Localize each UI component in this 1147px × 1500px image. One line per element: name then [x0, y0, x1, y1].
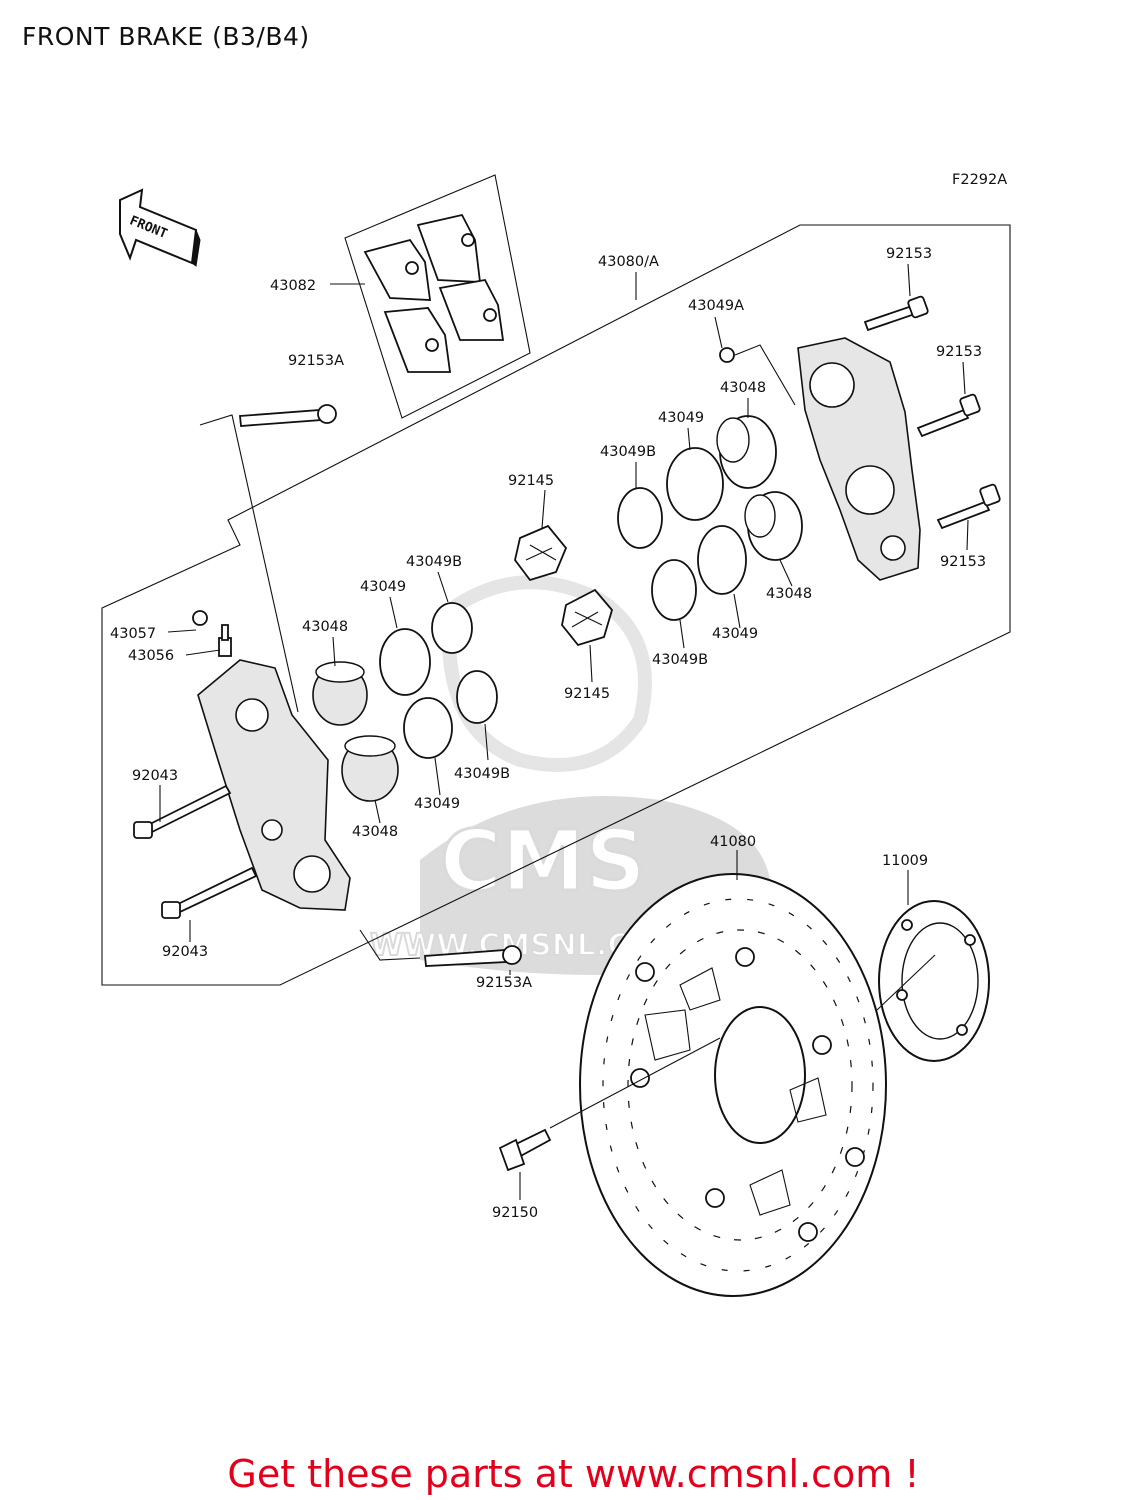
bolt-92153A-top	[239, 404, 337, 427]
seal-43049-rt-bottom	[697, 525, 747, 595]
bolt-92153-bottom	[936, 483, 1001, 530]
label-92145-top: 92145	[508, 473, 554, 489]
shim-11009	[878, 900, 990, 1062]
label-92153-mid: 92153	[936, 344, 982, 360]
label-43056: 43056	[128, 648, 174, 664]
brake-pads-group	[344, 174, 531, 419]
seal-43049B-lt-bottom	[456, 670, 498, 724]
label-43049B-rt-top: 43049B	[600, 444, 656, 460]
label-92153A-bottom: 92153A	[476, 975, 532, 991]
nut-43049A	[719, 347, 735, 363]
label-43049B-rt-bottom: 43049B	[652, 652, 708, 668]
disc-bolt-92150	[498, 1128, 552, 1172]
spring-92145-bottom	[561, 588, 614, 647]
front-arrow-icon: FRONT	[119, 188, 201, 267]
label-43057: 43057	[110, 626, 156, 642]
bolt-92153-top	[863, 295, 929, 332]
label-41080: 41080	[710, 834, 756, 850]
spring-92145-top	[514, 524, 568, 582]
piston-43048-lt-top	[312, 661, 368, 726]
seal-43049-lt-bottom	[403, 697, 453, 759]
promo-link[interactable]: Get these parts at www.cmsnl.com !	[227, 1452, 920, 1496]
label-43048-rt-top: 43048	[720, 380, 766, 396]
label-43048-lt-top: 43048	[302, 619, 348, 635]
label-43049-rt-top: 43049	[658, 410, 704, 426]
pin-92043-top	[133, 784, 232, 839]
bleeder-43056	[218, 624, 232, 657]
seal-43049B-rt-bottom	[651, 559, 697, 621]
label-43048-lt-bottom: 43048	[352, 824, 398, 840]
pin-92043-bottom	[161, 866, 258, 919]
page-title: FRONT BRAKE (B3/B4)	[22, 22, 310, 51]
label-92043-top: 92043	[132, 768, 178, 784]
seal-43049B-rt-top	[617, 487, 663, 549]
cap-43057	[192, 610, 208, 626]
right-caliper-body	[797, 337, 921, 581]
figure-code: F2292A	[952, 172, 1007, 188]
seal-43049-rt-top	[666, 447, 724, 521]
label-92150: 92150	[492, 1205, 538, 1221]
label-92145-bottom: 92145	[564, 686, 610, 702]
caliper-assembly-outline	[101, 224, 1011, 986]
bolt-92153A-bottom	[424, 945, 522, 967]
brake-disc-41080	[579, 873, 887, 1297]
label-92153A-top: 92153A	[288, 353, 344, 369]
label-43049B-lt-bottom: 43049B	[454, 766, 510, 782]
label-43049B-lt-top: 43049B	[406, 554, 462, 570]
piston-43048-rt-top	[716, 415, 777, 489]
watermark-logo-text: CMS	[440, 812, 646, 910]
label-43048-rt-bottom: 43048	[766, 586, 812, 602]
label-92153-bottom: 92153	[940, 554, 986, 570]
seal-43049-lt-top	[379, 628, 431, 696]
label-43082: 43082	[270, 278, 316, 294]
label-43049-lt-bottom: 43049	[414, 796, 460, 812]
piston-43048-lt-bottom	[341, 735, 399, 802]
label-43049A: 43049A	[688, 298, 744, 314]
left-caliper-body	[197, 659, 351, 911]
label-11009: 11009	[882, 853, 928, 869]
bolt-92153-mid	[916, 393, 981, 438]
piston-43048-rt-bottom	[744, 491, 803, 561]
label-43080-A: 43080/A	[598, 254, 659, 270]
label-43049-lt-top: 43049	[360, 579, 406, 595]
label-92153-top: 92153	[886, 246, 932, 262]
label-92043-bottom: 92043	[162, 944, 208, 960]
label-43049-rt-bottom: 43049	[712, 626, 758, 642]
seal-43049B-lt-top	[431, 602, 473, 654]
